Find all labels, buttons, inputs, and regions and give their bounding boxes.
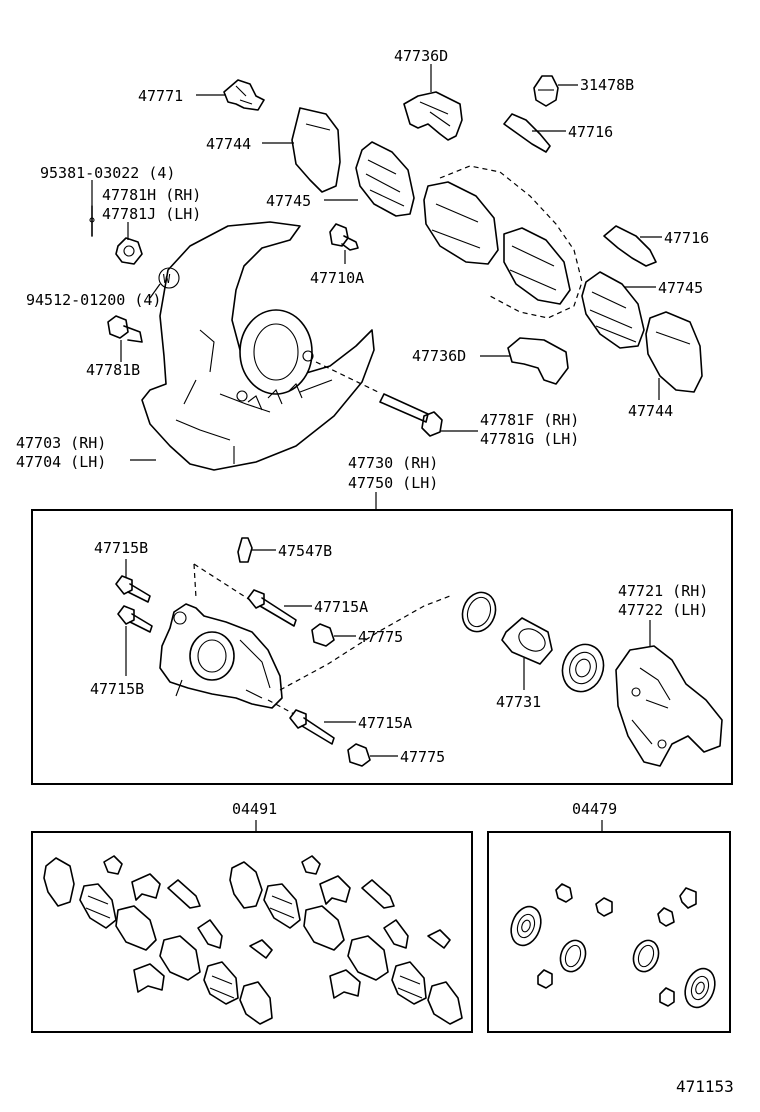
part-47781b-bolt (107, 315, 143, 343)
part-47745-right-pad (581, 271, 645, 349)
part-47547b-bleeder (237, 537, 253, 563)
label-47704: 47704 (LH) (16, 453, 106, 471)
label-47781g: 47781G (LH) (480, 430, 579, 448)
label-47715a-bottom: 47715A (358, 714, 412, 732)
label-47750: 47750 (LH) (348, 474, 438, 492)
part-47716-top-clip (503, 113, 551, 153)
part-47715b-bottom-bolt (117, 605, 153, 633)
label-47703: 47703 (RH) (16, 434, 106, 452)
label-47781h: 47781H (RH) (102, 186, 201, 204)
part-47731-piston (501, 617, 553, 665)
caliper-assembly-box (31, 509, 733, 785)
part-47744-top-shim (291, 107, 341, 193)
label-95381: 95381-03022 (4) (40, 164, 175, 182)
part-47715a-top-bolt (247, 589, 297, 627)
part-47715b-top-bolt (115, 575, 151, 603)
part-47736d-mid-clip (507, 337, 569, 385)
part-47716-right-clip (603, 225, 657, 267)
label-47730: 47730 (RH) (348, 454, 438, 472)
part-47771-clip (223, 79, 265, 111)
part-47781h-nut (115, 237, 143, 265)
figure-number: 471153 (676, 1077, 734, 1096)
label-47781j: 47781J (LH) (102, 205, 201, 223)
label-47716-top: 47716 (568, 123, 613, 141)
dashed-guide-top (193, 563, 251, 601)
part-caliper-body (159, 603, 283, 709)
washer-symbol: W (158, 267, 180, 289)
label-47736d-mid: 47736D (412, 347, 466, 365)
label-47715b-bottom: 47715B (90, 680, 144, 698)
part-piston-boot (561, 643, 605, 693)
kit-04491-contents (43, 855, 463, 1025)
label-04491: 04491 (232, 800, 277, 818)
label-47715b-top: 47715B (94, 539, 148, 557)
part-47710a-bolt (329, 223, 359, 251)
kit-04479-box (487, 831, 731, 1033)
label-47731: 47731 (496, 693, 541, 711)
label-47710a: 47710A (310, 269, 364, 287)
label-47744-top: 47744 (206, 135, 251, 153)
dashed-guide-left (193, 563, 197, 599)
label-47736d-top: 47736D (394, 47, 448, 65)
label-47721: 47721 (RH) (618, 582, 708, 600)
label-47547b: 47547B (278, 542, 332, 560)
label-47775-bottom: 47775 (400, 748, 445, 766)
label-04479: 04479 (572, 800, 617, 818)
caliper-outline (439, 165, 583, 319)
kit-04491-box (31, 831, 473, 1033)
part-piston-seal (461, 591, 497, 633)
part-47715a-bottom-bolt (289, 709, 335, 745)
label-47715a-top: 47715A (314, 598, 368, 616)
part-47736d-top-clip (403, 91, 463, 141)
dashed-guide-piston (279, 595, 451, 691)
part-31478b-cap (533, 75, 559, 107)
part-47775-top-boot (311, 623, 335, 647)
label-94512: 94512-01200 (4) (26, 291, 161, 309)
label-47745-right: 47745 (658, 279, 703, 297)
part-brake-pad-center (423, 181, 571, 305)
dashed-guide-shield-bolt (315, 361, 379, 393)
label-47722: 47722 (LH) (618, 601, 708, 619)
label-47716-right: 47716 (664, 229, 709, 247)
part-95381-pin (89, 205, 95, 237)
part-47721-bracket (615, 645, 723, 767)
part-47775-bottom-boot (347, 743, 371, 767)
label-47781b: 47781B (86, 361, 140, 379)
label-47744-right: 47744 (628, 402, 673, 420)
label-31478b: 31478B (580, 76, 634, 94)
part-47744-right-shim (645, 311, 703, 393)
dashed-guide-bottom (267, 699, 295, 715)
leader-94512 (149, 283, 161, 299)
label-47771: 47771 (138, 87, 183, 105)
label-47745-left: 47745 (266, 192, 311, 210)
part-47703-dust-shield (141, 221, 375, 471)
part-47781f-bolt (379, 393, 443, 437)
label-47781f: 47781F (RH) (480, 411, 579, 429)
kit-04479-contents (510, 883, 716, 1009)
part-47745-left-pad (355, 141, 415, 217)
label-47775-top: 47775 (358, 628, 403, 646)
